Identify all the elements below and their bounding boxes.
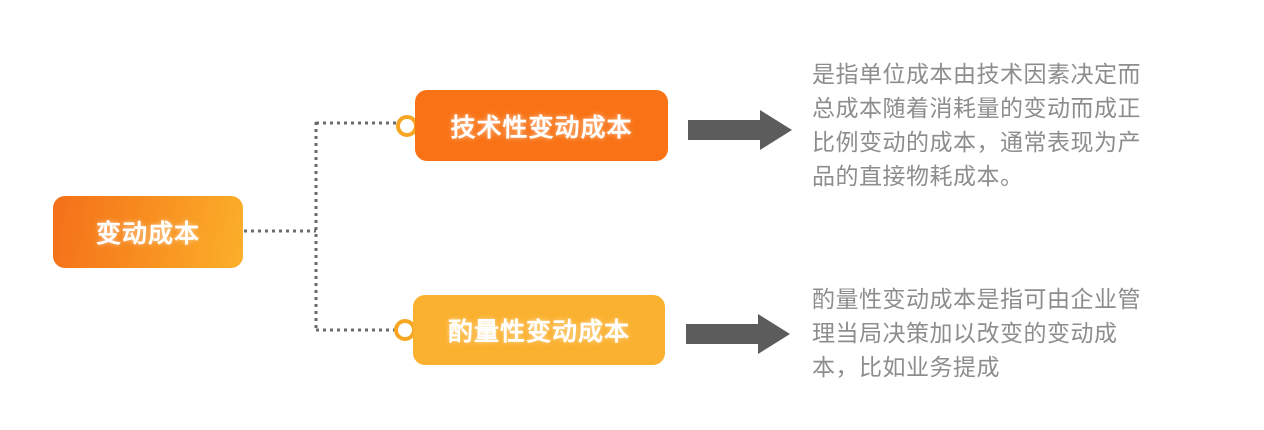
node-discretionary-variable-cost[interactable]: 酌量性变动成本 xyxy=(413,295,665,365)
arrow-right-discretionary-icon xyxy=(686,314,790,354)
node-discretionary-label: 酌量性变动成本 xyxy=(447,318,630,346)
node-root-variable-cost[interactable]: 变动成本 xyxy=(53,196,243,268)
arrow-right-technical-icon xyxy=(688,110,792,150)
description-technical: 是指单位成本由技术因素决定而总成本随着消耗量的变动而成正比例变动的成本，通常表现… xyxy=(812,61,1141,189)
node-technical-variable-cost[interactable]: 技术性变动成本 xyxy=(415,90,668,161)
node-technical-label: 技术性变动成本 xyxy=(450,113,633,142)
description-discretionary: 酌量性变动成本是指可由企业管理当局决策加以改变的变动成本，比如业务提成 xyxy=(812,286,1141,380)
node-root-label: 变动成本 xyxy=(95,220,200,248)
